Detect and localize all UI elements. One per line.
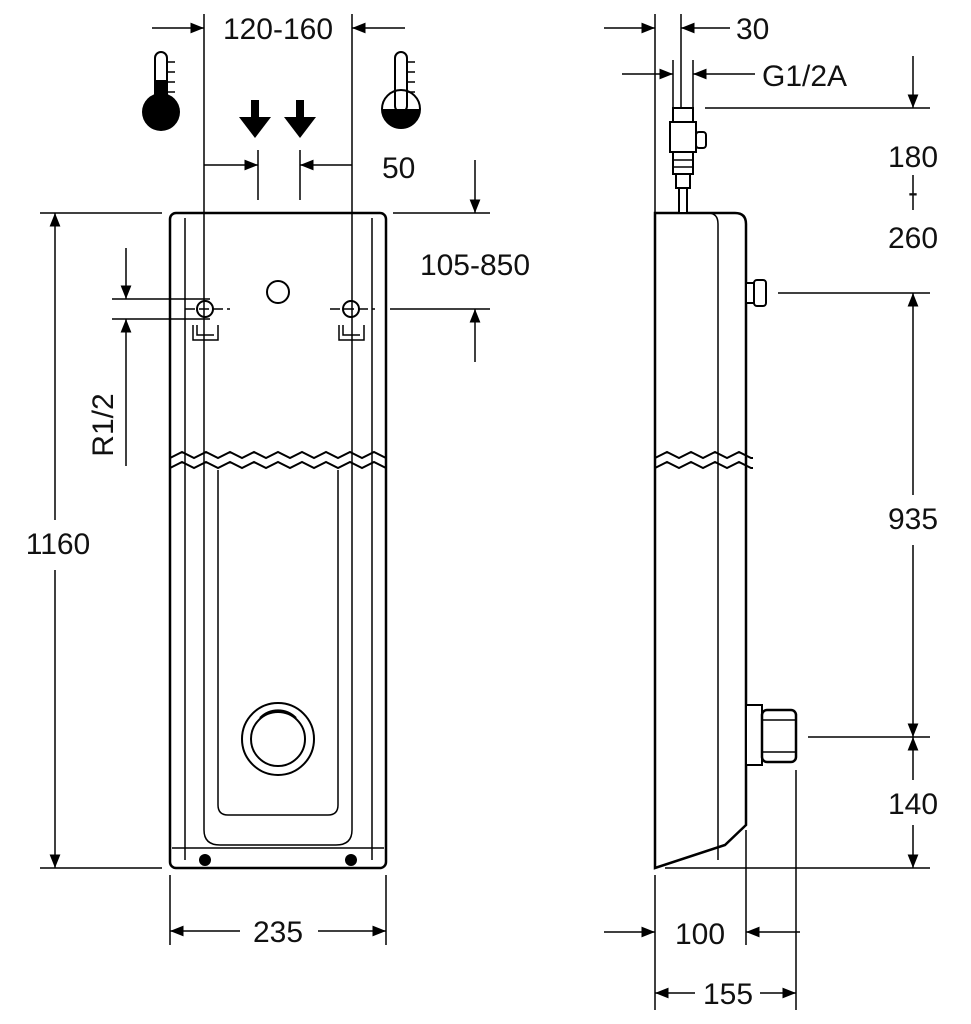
dim-r1-2 <box>112 248 210 466</box>
down-arrow-icon-left <box>239 100 271 138</box>
down-arrow-icon-right <box>284 100 316 138</box>
top-valve-connector <box>669 107 707 214</box>
label-260: 260 <box>888 222 938 255</box>
dim-120-160 <box>152 14 405 213</box>
label-r1-2: R1/2 <box>87 393 120 456</box>
dim-235 <box>169 875 387 945</box>
label-30: 30 <box>736 13 769 46</box>
thermometer-cold-icon <box>142 51 180 131</box>
label-140: 140 <box>888 788 938 821</box>
side-nipple-connector <box>745 279 767 307</box>
label-935: 935 <box>888 503 938 536</box>
side-view <box>653 107 798 870</box>
side-break-line-upper <box>654 450 753 460</box>
label-105-850: 105-850 <box>420 249 530 282</box>
side-break-line-lower <box>654 460 753 470</box>
dim-100 <box>604 830 800 1010</box>
thermometer-hot-icon <box>381 51 421 129</box>
dim-g1-2a <box>622 60 755 108</box>
side-panel-outline <box>653 211 748 870</box>
label-180: 180 <box>888 141 938 174</box>
front-view <box>168 211 388 870</box>
front-panel-outline <box>168 211 388 870</box>
dim-935 <box>778 292 930 738</box>
label-50: 50 <box>382 152 415 185</box>
control-knob <box>241 702 315 776</box>
front-break-line-upper <box>169 450 387 460</box>
dim-30 <box>604 14 730 213</box>
front-button-circle <box>266 280 290 304</box>
label-g1-2a: G1/2A <box>762 60 847 93</box>
label-155: 155 <box>703 978 753 1011</box>
foot-right <box>345 854 357 866</box>
dim-155 <box>655 770 797 1010</box>
foot-left <box>199 854 211 866</box>
dim-1160 <box>40 212 162 869</box>
dim-140 <box>665 737 930 869</box>
label-100: 100 <box>675 918 725 951</box>
dim-180-260 <box>705 56 930 210</box>
bottom-outlet-connector <box>745 704 798 766</box>
front-break-line-lower <box>169 460 387 470</box>
dim-105-850 <box>390 160 490 362</box>
front-inner-recess <box>203 213 353 846</box>
label-range-sep: - <box>908 176 918 209</box>
label-120-160: 120-160 <box>223 13 333 46</box>
dim-50 <box>204 150 352 200</box>
label-235: 235 <box>253 916 303 949</box>
label-1160: 1160 <box>26 528 91 561</box>
